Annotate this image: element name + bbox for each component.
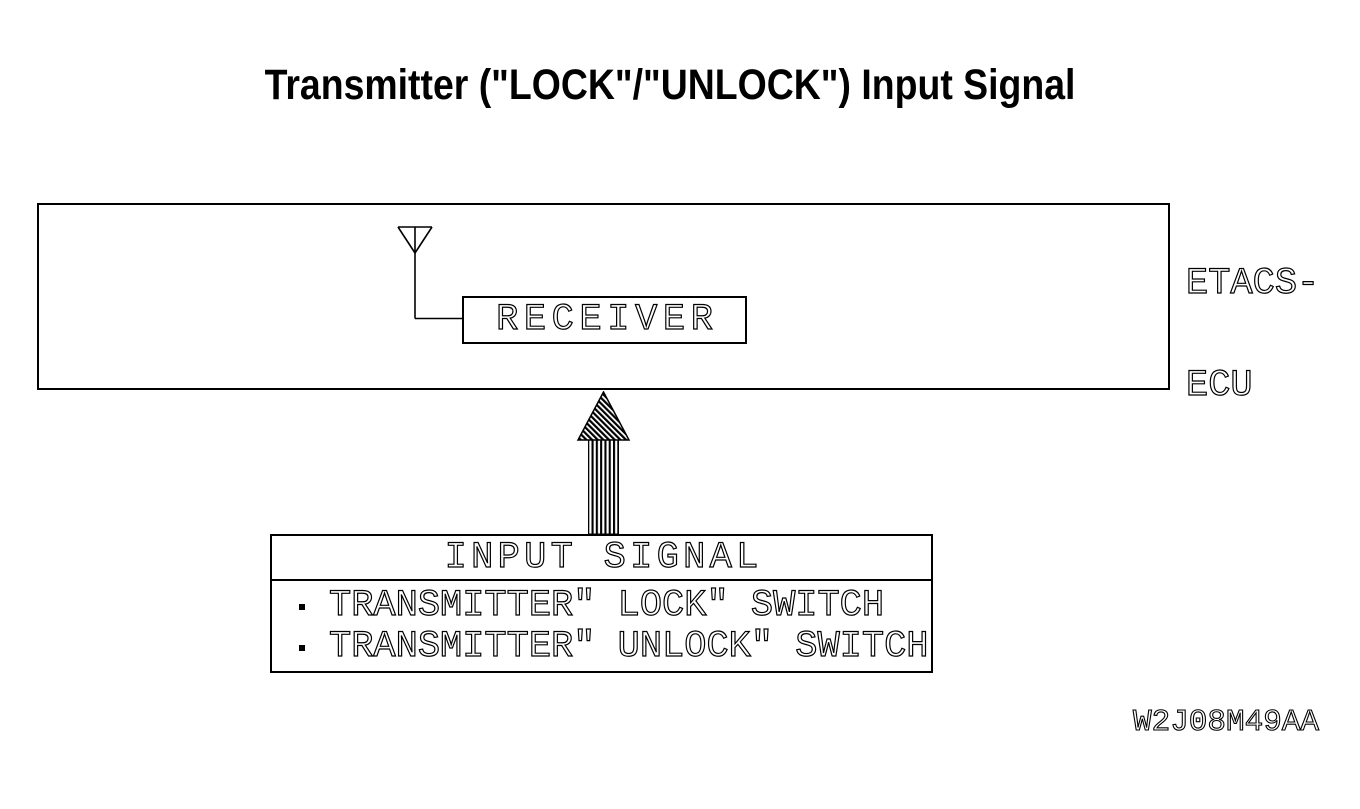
input-signal-list: TRANSMITTER" LOCK" SWITCH TRANSMITTER" U…: [272, 581, 931, 668]
input-signal-header-label: INPUT SIGNAL: [444, 536, 763, 579]
receiver-label: RECEIVER: [495, 298, 719, 341]
figure-code: W2J08M49AA: [1132, 705, 1320, 740]
page-title: Transmitter ("LOCK"/"UNLOCK") Input Sign…: [0, 64, 1350, 107]
list-item-label: TRANSMITTER" LOCK" SWITCH: [328, 585, 885, 627]
bullet-icon: [299, 644, 305, 651]
etacs-ecu-label-line1: ETACS-: [1185, 263, 1320, 305]
page-title-text: Transmitter ("LOCK"/"UNLOCK") Input Sign…: [264, 61, 1076, 109]
bullet-icon: [299, 603, 305, 610]
etacs-ecu-label-line2: ECU: [1185, 365, 1253, 407]
antenna-icon: [397, 226, 462, 320]
signal-arrow-icon: [576, 391, 631, 535]
etacs-ecu-label: ETACS- ECU: [1185, 199, 1320, 471]
receiver-box: RECEIVER: [462, 296, 747, 344]
input-signal-box: INPUT SIGNAL TRANSMITTER" LOCK" SWITCH T…: [270, 534, 933, 673]
input-signal-header: INPUT SIGNAL: [272, 536, 931, 581]
list-item: TRANSMITTER" UNLOCK" SWITCH: [272, 626, 931, 668]
list-item-label: TRANSMITTER" UNLOCK" SWITCH: [328, 626, 929, 668]
list-item: TRANSMITTER" LOCK" SWITCH: [272, 585, 931, 627]
